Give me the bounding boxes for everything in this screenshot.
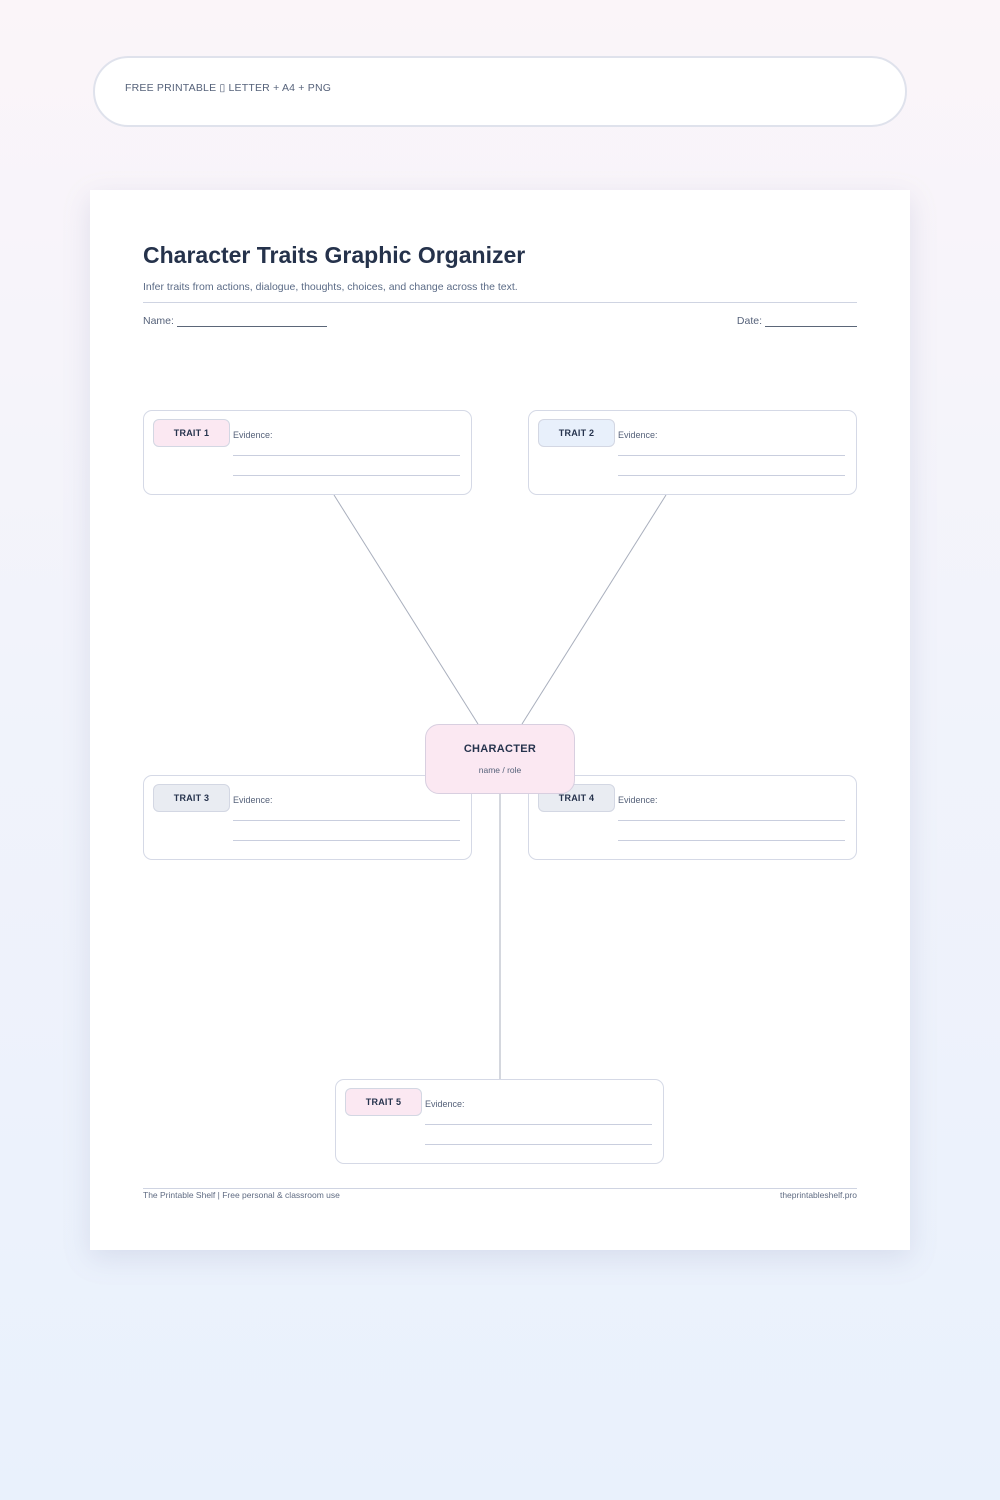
connector-trait-2 [521,494,667,725]
evidence-line [425,1124,652,1125]
trait-badge-3: TRAIT 3 [153,784,230,812]
date-blank [765,314,857,327]
worksheet-page: Character Traits Graphic Organizer Infer… [90,190,910,1250]
trait-card-5: TRAIT 5 Evidence: [335,1079,664,1164]
trait-card-1: TRAIT 1 Evidence: [143,410,472,495]
trait-badge-1: TRAIT 1 [153,419,230,447]
evidence-line [618,455,845,456]
character-subtitle: name / role [478,765,522,775]
date-label: Date: [736,315,762,327]
date-field: Date: [737,314,857,327]
evidence-line [233,455,460,456]
trait-card-4: TRAIT 4 Evidence: [528,775,857,860]
trait-badge-5: TRAIT 5 [345,1088,422,1116]
worksheet-title: Character Traits Graphic Organizer [143,242,526,268]
connector-lines [333,494,667,1079]
trait-card-2: TRAIT 2 Evidence: [528,410,857,495]
connector-trait-1 [333,494,479,725]
name-label: Name: [143,315,174,327]
evidence-line [618,840,845,841]
format-banner-text: FREE PRINTABLE ▯ LETTER + A4 + PNG [125,82,332,94]
evidence-label-4: Evidence: [618,795,658,805]
character-title: CHARACTER [463,743,537,755]
evidence-line [425,1144,652,1145]
name-field: Name: [143,314,327,327]
evidence-label-5: Evidence: [425,1099,465,1109]
footer-credit: The Printable Shelf | Free personal & cl… [143,1190,340,1200]
evidence-line [233,475,460,476]
evidence-label-3: Evidence: [233,795,273,805]
evidence-line [618,475,845,476]
header-divider [143,302,857,303]
evidence-line [233,840,460,841]
trait-card-3: TRAIT 3 Evidence: [143,775,472,860]
character-node: CHARACTER name / role [425,724,575,794]
evidence-label-1: Evidence: [233,430,273,440]
evidence-line [618,820,845,821]
footer-website: theprintableshelf.pro [779,1190,857,1200]
footer-divider [143,1188,857,1189]
evidence-label-2: Evidence: [618,430,658,440]
worksheet-subtitle: Infer traits from actions, dialogue, tho… [143,281,518,293]
name-blank [176,314,327,327]
evidence-line [233,820,460,821]
trait-badge-2: TRAIT 2 [538,419,615,447]
format-banner: FREE PRINTABLE ▯ LETTER + A4 + PNG [93,56,907,127]
